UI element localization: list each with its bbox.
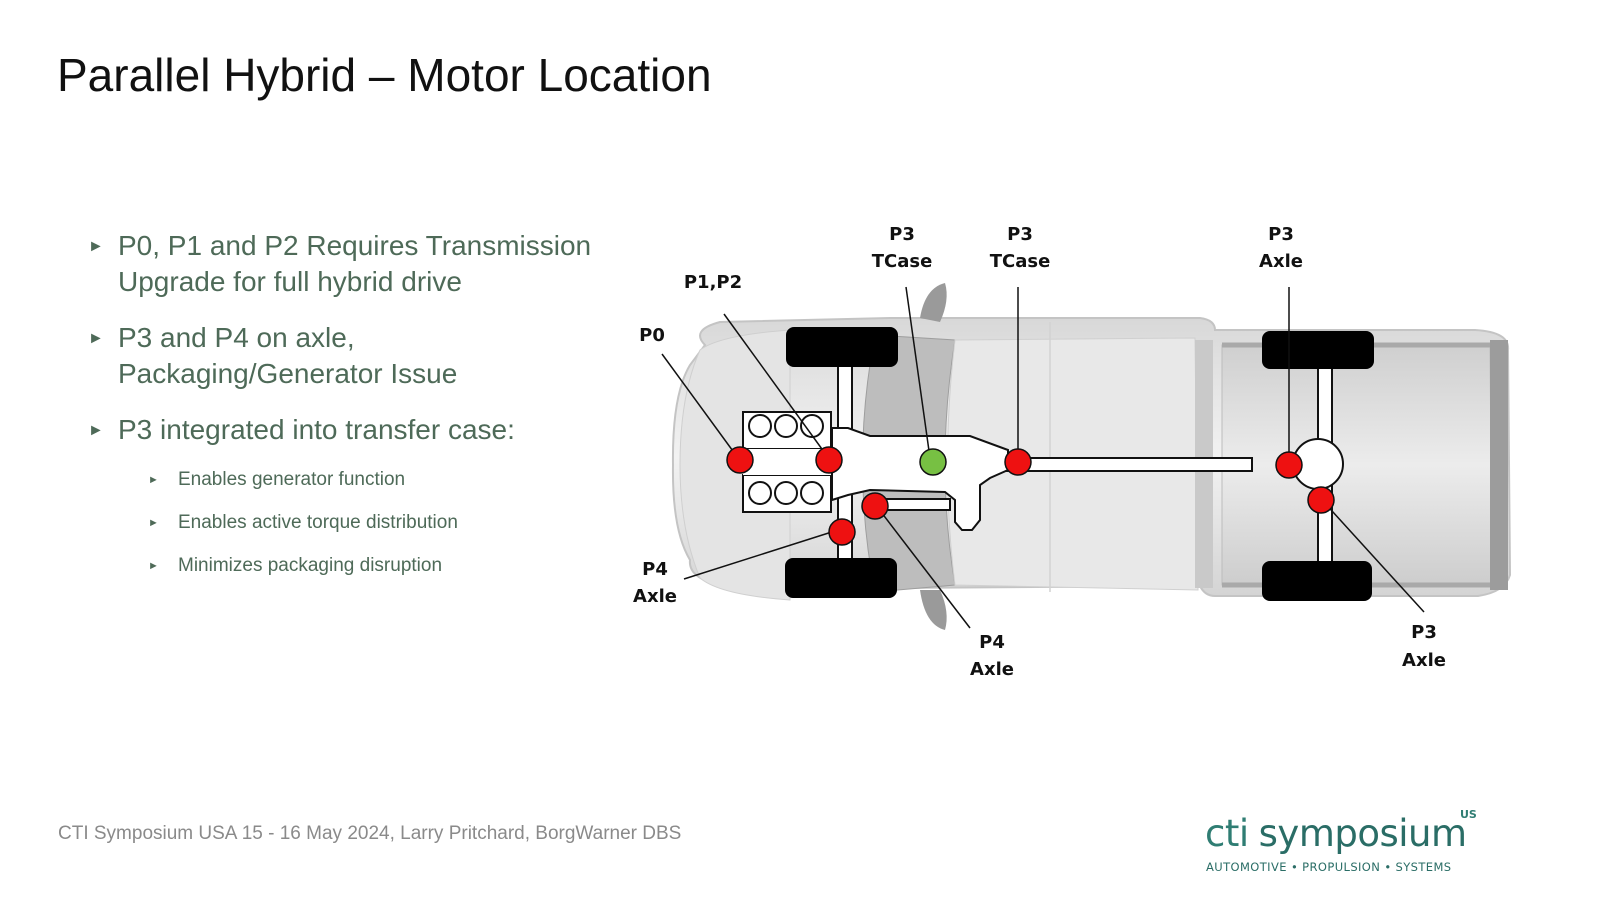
bullet-item: ► P3 and P4 on axle, Packaging/Generator… xyxy=(88,320,608,392)
label-p0: P0 xyxy=(639,325,665,346)
label-p4-axle-left-line1: P4 xyxy=(642,559,668,580)
truck-bed xyxy=(1221,344,1493,586)
bullet-arrow-icon: ► xyxy=(88,330,104,347)
motor-p3-tcase-marker xyxy=(1004,448,1032,476)
tire-front-bottom xyxy=(785,558,897,598)
label-p3-tcase-right-line2: TCase xyxy=(990,251,1051,272)
tire-front-top xyxy=(786,327,898,367)
label-p3-tcase-left-line1: P3 xyxy=(889,224,915,245)
sub-bullet-text: Enables generator function xyxy=(178,469,406,490)
sub-bullet-text: Enables active torque distribution xyxy=(178,512,458,533)
logo-brand-a: cti xyxy=(1205,812,1249,855)
bullet-arrow-icon: ► xyxy=(88,422,104,439)
sub-bullet-arrow-icon: ► xyxy=(148,517,159,529)
sub-bullet-item: ► Enables generator function xyxy=(148,468,608,492)
mirror-bottom xyxy=(920,590,947,630)
motor-p3-axle-top-marker xyxy=(1275,451,1303,479)
logo-brand-b: symposium xyxy=(1258,812,1467,855)
motor-p3-tcase-green-marker xyxy=(919,448,947,476)
motor-p4-axle-marker-a xyxy=(861,492,889,520)
label-p1-p2: P1,P2 xyxy=(684,272,742,293)
label-p4-axle-bottom-line2: Axle xyxy=(970,659,1014,680)
tire-rear-top xyxy=(1262,331,1374,369)
label-p3-axle-top-line1: P3 xyxy=(1268,224,1294,245)
label-p4-axle-left-line2: Axle xyxy=(633,586,677,607)
tire-rear-bottom xyxy=(1262,561,1372,601)
bullet-text: P3 and P4 on axle, Packaging/Generator I… xyxy=(118,322,458,389)
label-p3-axle-bottom-line2: Axle xyxy=(1402,650,1446,671)
label-p3-tcase-left-line2: TCase xyxy=(872,251,933,272)
motor-p1-p2-marker xyxy=(815,446,843,474)
diagram-labels: P0 P1,P2 P3 TCase P3 TCase P3 Axle P4 Ax… xyxy=(633,224,1446,680)
bullet-text: P0, P1 and P2 Requires Transmission Upgr… xyxy=(118,230,592,297)
motor-markers xyxy=(726,446,1335,546)
bullet-item: ► P3 integrated into transfer case: xyxy=(88,412,608,448)
bullet-list: ► P0, P1 and P2 Requires Transmission Up… xyxy=(88,228,608,597)
bullet-item: ► P0, P1 and P2 Requires Transmission Up… xyxy=(88,228,608,300)
label-p3-axle-bottom-line1: P3 xyxy=(1411,622,1437,643)
motor-p3-axle-bottom-marker xyxy=(1307,486,1335,514)
motor-p0-marker xyxy=(726,446,754,474)
bullet-arrow-icon: ► xyxy=(88,238,104,255)
slide-footer: CTI Symposium USA 15 - 16 May 2024, Larr… xyxy=(58,823,682,844)
sub-bullet-arrow-icon: ► xyxy=(148,474,159,486)
label-p4-axle-bottom-line1: P4 xyxy=(979,632,1005,653)
label-p3-axle-top-line2: Axle xyxy=(1259,251,1303,272)
sub-bullet-arrow-icon: ► xyxy=(148,560,159,572)
label-p3-tcase-right-line1: P3 xyxy=(1007,224,1033,245)
tires xyxy=(785,327,1374,601)
sub-bullet-item: ► Minimizes packaging disruption xyxy=(148,554,608,578)
tailgate xyxy=(1490,340,1508,590)
bullet-text: P3 integrated into transfer case: xyxy=(118,414,515,445)
leader-lines xyxy=(661,286,1425,629)
motor-p4-axle-marker-b xyxy=(828,518,856,546)
sub-bullet-item: ► Enables active torque distribution xyxy=(148,511,608,535)
sub-bullet-text: Minimizes packaging disruption xyxy=(178,555,443,576)
drivetrain xyxy=(742,351,1344,565)
slide-title: Parallel Hybrid – Motor Location xyxy=(57,49,712,101)
logo-region: US xyxy=(1460,808,1477,821)
mirror-top xyxy=(920,283,947,322)
logo-tagline: AUTOMOTIVE • PROPULSION • SYSTEMS xyxy=(1206,860,1452,874)
